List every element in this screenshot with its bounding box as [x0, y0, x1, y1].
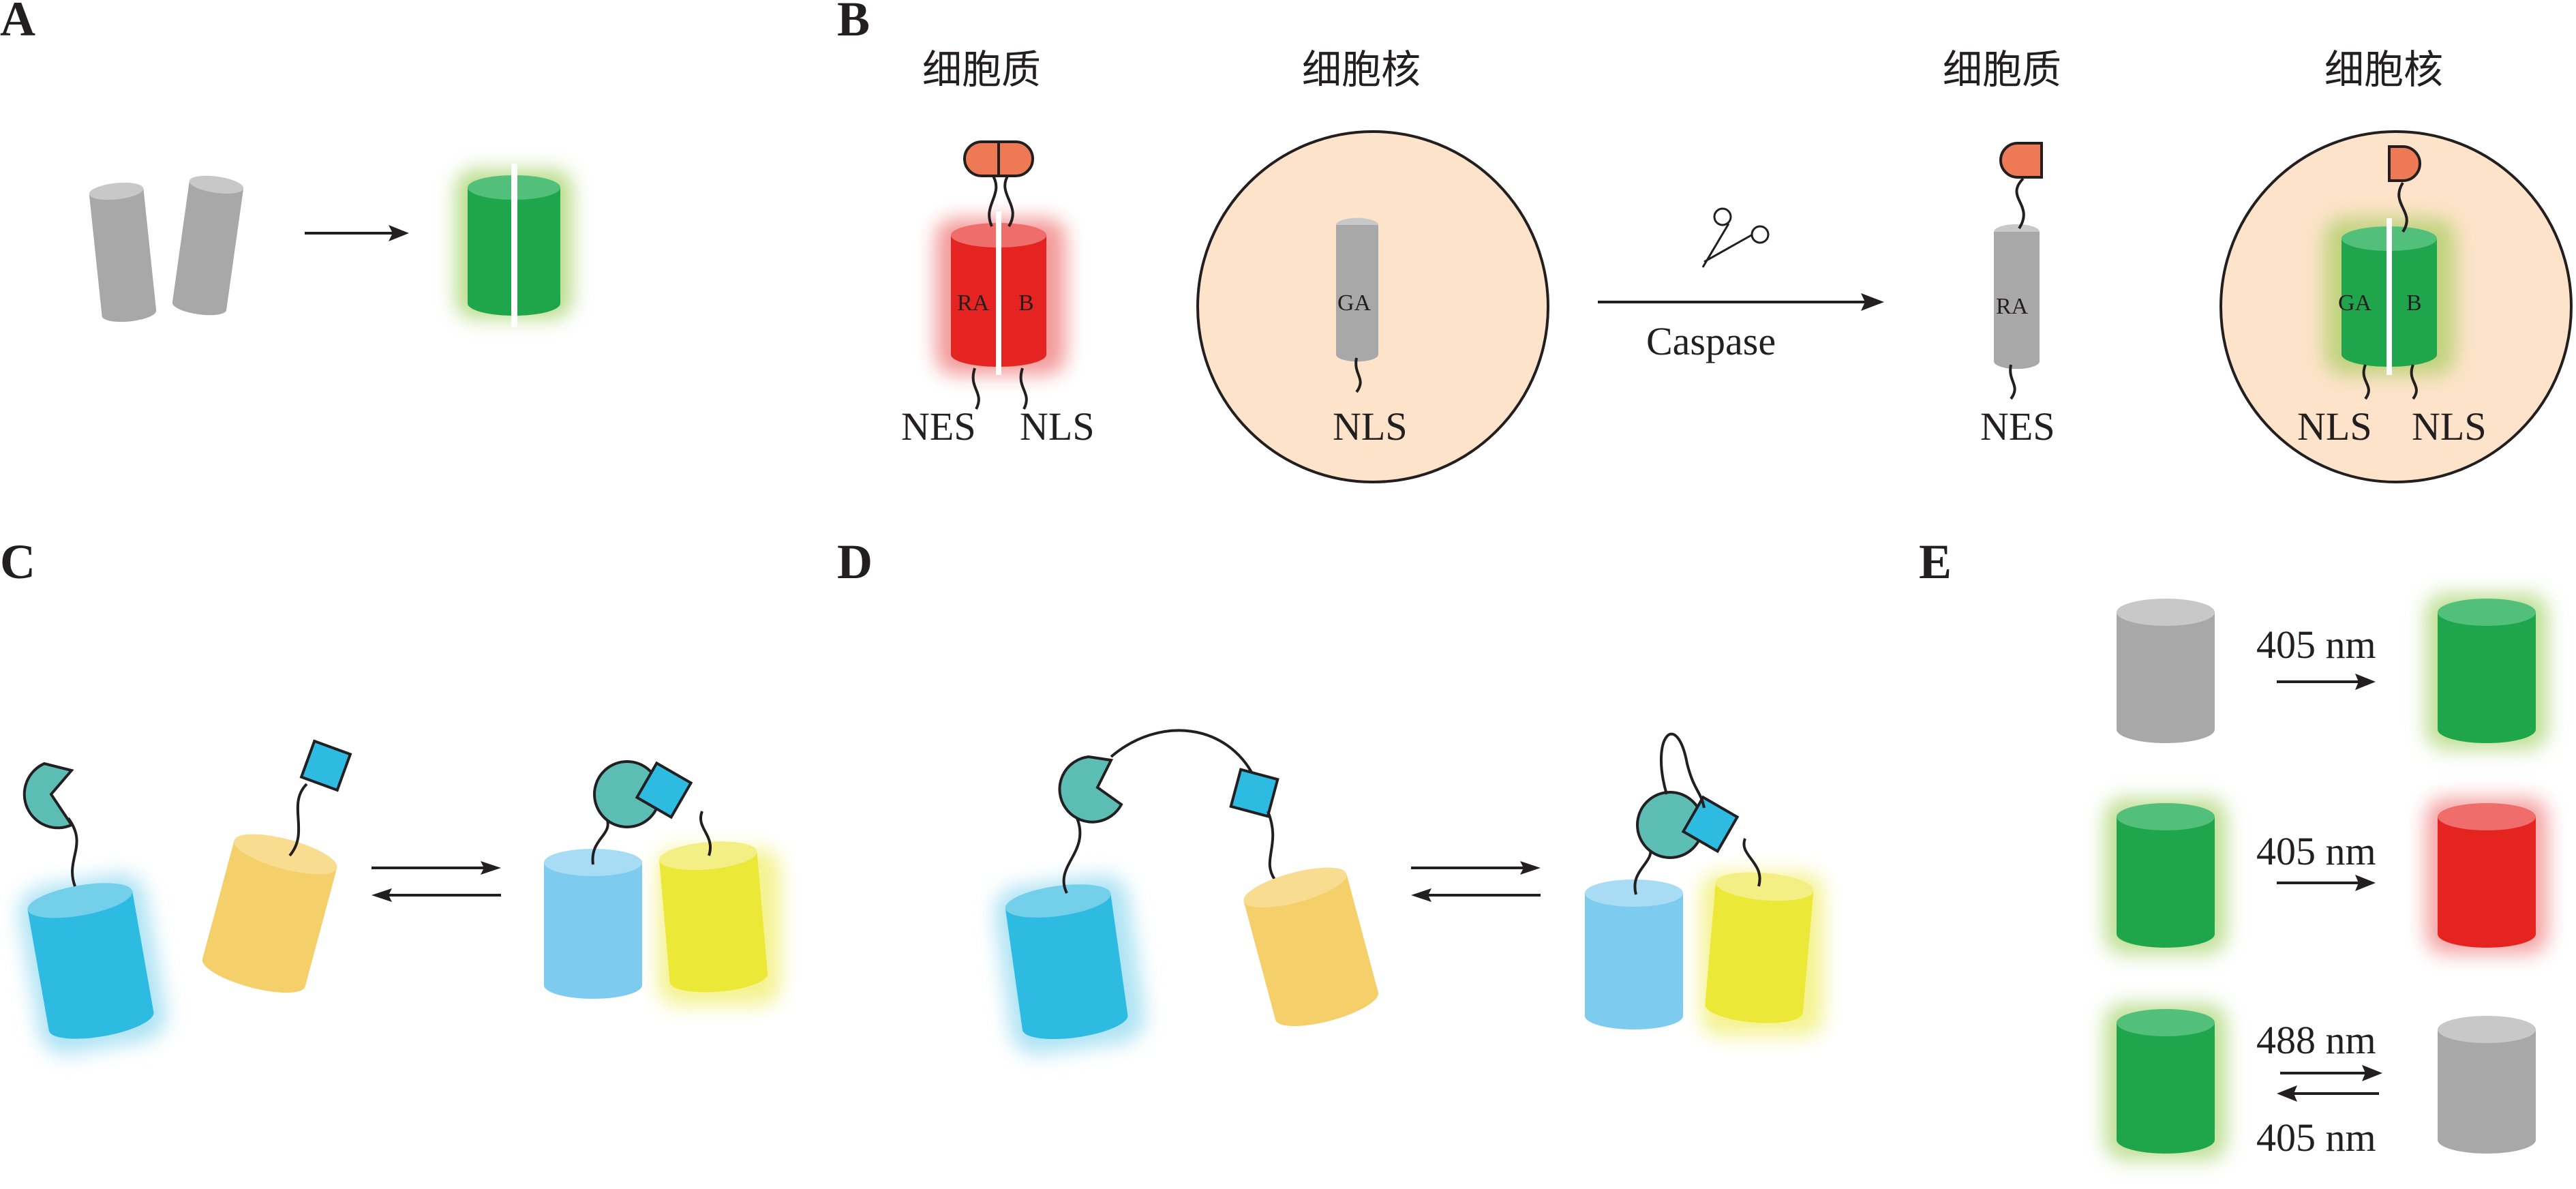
d-linker-teal	[1062, 817, 1082, 894]
c-equilibrium-arrows	[372, 861, 501, 902]
e-row2-green-cylinder	[2104, 798, 2227, 954]
b-nucleus-label-right: 细胞核	[2324, 46, 2443, 93]
panel-label-a: A	[0, 0, 35, 46]
panel-a-arrow	[305, 225, 409, 241]
e-row1-arrow	[2277, 674, 2376, 690]
b-b-label-left: B	[1018, 290, 1034, 316]
e-row2-arrow	[2277, 875, 2376, 891]
e-row2-label: 405 nm	[2256, 829, 2376, 873]
b-nls-label-ga: NLS	[2297, 404, 2372, 449]
b-caspase-arrow	[1598, 293, 1884, 311]
b-cleaved-substrate-left	[1999, 142, 2043, 179]
b-nes-label-left: NES	[901, 404, 976, 449]
b-gray-half-cylinder-ga	[1336, 217, 1378, 362]
panel-a-green-cylinder	[455, 164, 573, 327]
e-row3-arrows	[2277, 1065, 2382, 1102]
scissors-icon	[1701, 207, 1770, 268]
b-ga-label-left: GA	[1337, 290, 1372, 316]
b-nls-tail-nucleus	[1354, 357, 1362, 393]
b-cytoplasm-label-right: 细胞质	[1943, 46, 2061, 93]
d-linker-blue	[1267, 811, 1276, 881]
b-red-cylinder	[935, 211, 1066, 375]
b-nls-label-b: NLS	[2412, 404, 2487, 449]
e-row1-label: 405 nm	[2256, 622, 2376, 667]
b-nes-tail-left	[971, 367, 980, 410]
panel-label-e: E	[1919, 535, 1952, 589]
panel-label-b: B	[837, 0, 870, 46]
b-nucleus-label-left: 细胞核	[1302, 46, 1421, 93]
d-cyan-cylinder	[994, 874, 1146, 1055]
b-caspase-label: Caspase	[1646, 319, 1776, 363]
c-linker-blue	[288, 783, 308, 857]
b-green-cylinder	[2324, 218, 2455, 375]
d-orange-cylinder	[1243, 867, 1379, 1027]
b-ra-label-right: RA	[1996, 294, 2029, 319]
d-complex	[1585, 732, 1823, 1036]
b-nls-tail-ga	[2362, 364, 2370, 400]
b-cleaved-substrate-right	[2388, 145, 2421, 182]
e-row3-top-label: 488 nm	[2256, 1018, 2376, 1062]
b-linker-left-a	[988, 172, 998, 227]
e-row3-gray-cylinder	[2438, 1016, 2536, 1154]
b-linker-left-b	[1003, 172, 1014, 228]
c-blue-square	[299, 739, 352, 792]
e-row2-red-cylinder	[2425, 798, 2548, 954]
b-nes-tail-right	[2009, 364, 2016, 400]
c-cyan-cylinder	[18, 873, 167, 1055]
d-tether	[1110, 729, 1256, 778]
b-nes-label-right: NES	[1980, 404, 2055, 449]
b-nls-tail-left	[1019, 367, 1028, 410]
panel-label-c: C	[0, 535, 35, 589]
b-cytoplasm-label-left: 细胞质	[922, 46, 1041, 93]
e-row1-green-cylinder	[2425, 593, 2548, 750]
b-linker-right	[2015, 177, 2025, 230]
b-linker-nucleus	[2397, 181, 2408, 233]
c-complex	[544, 760, 781, 1006]
e-row3-bottom-label: 405 nm	[2256, 1115, 2376, 1160]
b-b-label-right: B	[2406, 290, 2422, 316]
c-orange-cylinder	[202, 834, 337, 993]
e-row3-green-cylinder	[2104, 1004, 2227, 1160]
b-nls-label-left: NLS	[1020, 404, 1095, 449]
d-teal-pacman	[1058, 755, 1123, 824]
b-nls-label-nucleus: NLS	[1333, 404, 1408, 449]
panel-a-split-gray-cylinder	[89, 175, 244, 322]
b-ga-label-right: GA	[2338, 290, 2372, 316]
b-gray-half-cylinder-ra	[1994, 224, 2040, 370]
c-linker-teal	[67, 817, 78, 887]
d-blue-square	[1229, 768, 1279, 818]
b-nls-tail-b	[2410, 364, 2418, 400]
panel-label-d: D	[837, 535, 873, 589]
e-row1-gray-cylinder	[2117, 599, 2215, 743]
d-equilibrium-arrows	[1411, 861, 1541, 902]
b-ra-label-left: RA	[957, 290, 990, 316]
c-teal-pacman	[22, 762, 74, 830]
